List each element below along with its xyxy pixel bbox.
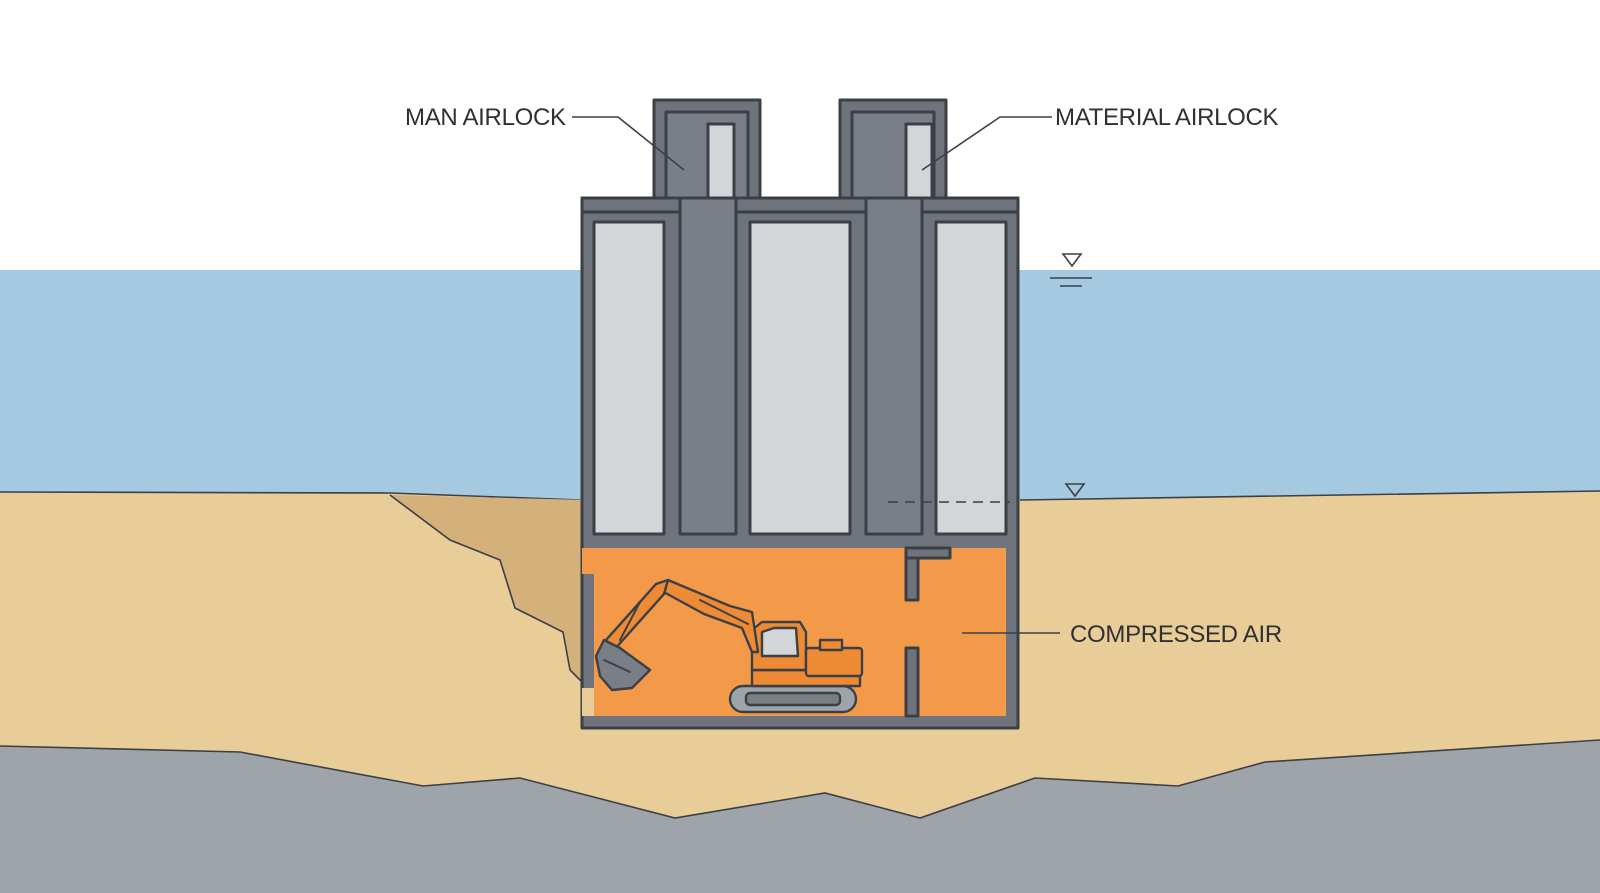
left-wall-gap-top [582,548,594,574]
excavator-icon [594,578,864,714]
compressed-air-label: COMPRESSED AIR [1070,621,1282,648]
fill-panel-center [748,220,852,536]
ground-surface-line [0,490,1600,501]
groundwater-level-icon [1064,483,1086,498]
excavated-soil-wedge [390,495,590,690]
fill-panel-left [592,220,666,536]
caisson-top-slab [580,196,1020,214]
excavation-slope-line [389,494,591,691]
man-shaft [678,196,738,536]
bedrock-surface-line [0,739,1600,819]
material-shaft [864,196,924,536]
fill-panel-right [934,220,1008,536]
material-airlock-leader [921,116,1052,171]
bedrock-layer [0,740,1600,893]
left-wall-gap-bottom [582,688,594,716]
inner-partition-ledge [904,546,952,560]
inner-partition-lower [904,646,920,718]
water-level-icon [1050,253,1092,287]
man-airlock-leader [572,116,685,171]
material-airlock-window [904,122,934,200]
man-airlock-window [706,122,736,200]
man-airlock-label: MAN AIRLOCK [405,104,566,131]
material-airlock-label: MATERIAL AIRLOCK [1055,104,1279,131]
